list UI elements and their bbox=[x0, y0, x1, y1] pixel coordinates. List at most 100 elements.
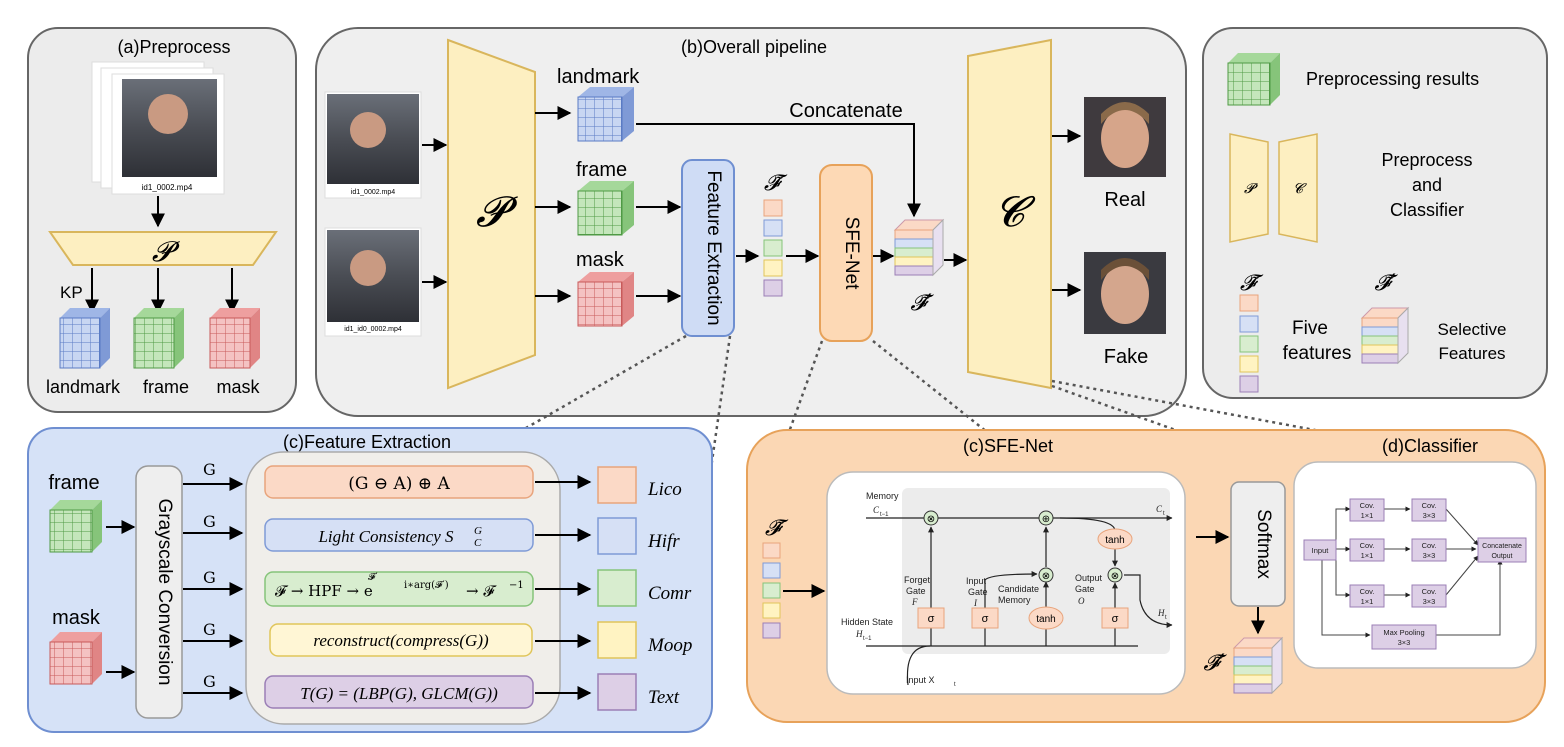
output-arrows bbox=[535, 475, 592, 700]
fe-mask-cube bbox=[49, 632, 102, 685]
h-t: H bbox=[1157, 608, 1165, 618]
formula-comr: 𝓕 → HPF → e 𝓕′ i∗arg(𝓕′) → 𝓕 −1 bbox=[275, 572, 524, 600]
frame-cube bbox=[133, 308, 184, 369]
svg-text:⊗: ⊗ bbox=[1042, 571, 1050, 582]
candidate-line1: Candidate bbox=[998, 584, 1039, 594]
pipeline-mask-label: mask bbox=[576, 249, 625, 271]
conv3x3-b-label: Cov. bbox=[1422, 541, 1437, 550]
memory-add-icon bbox=[1038, 510, 1054, 526]
lstm-labels: Memory C t−1 C t Forget Gate F Input Gat… bbox=[841, 491, 1167, 688]
legend-selective-line1: Selective bbox=[1438, 320, 1507, 339]
concatenate-label: Concatenate bbox=[789, 100, 902, 122]
formula-hifr-sup: G bbox=[474, 525, 482, 537]
video-real-thumb: id1_0002.mp4 bbox=[324, 91, 422, 199]
candidate-tanh: tanh bbox=[1036, 614, 1055, 625]
sfe-selective-cube bbox=[1232, 636, 1284, 695]
conv3x3-c bbox=[1411, 584, 1447, 608]
pipeline-panel: (b)Overall pipeline id1_0002.mp4 id1_id0… bbox=[315, 27, 1187, 417]
legend-p-block bbox=[1229, 133, 1269, 243]
pipeline-mask-cube bbox=[577, 272, 634, 327]
mask-cube bbox=[209, 308, 260, 369]
preprocess-panel: (a)Preprocess id1_0002.mp4 𝓟 KP bbox=[27, 27, 297, 413]
grayscale-label: Grayscale Conversion bbox=[154, 499, 175, 686]
sfe-f-prime: 𝓕̃′ bbox=[1203, 651, 1227, 676]
output-gate-line2: Gate bbox=[1075, 584, 1095, 594]
conv1x1-b bbox=[1349, 538, 1385, 562]
legend-panel-bg bbox=[1202, 27, 1548, 399]
output-lico-label: Lico bbox=[647, 479, 682, 500]
conv1x1-c bbox=[1349, 584, 1385, 608]
classifier-title: (d)Classifier bbox=[1382, 436, 1478, 456]
input-node bbox=[1303, 539, 1337, 561]
output-text-swatch bbox=[597, 673, 637, 711]
output-multiply-icon bbox=[1107, 567, 1123, 583]
formula-moop: reconstruct(compress(G)) bbox=[313, 631, 489, 650]
conv3x3-a-label: Cov. bbox=[1422, 501, 1437, 510]
feature-extraction-panel: (c)Feature Extraction frame mask Graysca… bbox=[27, 427, 713, 733]
input-gate-line2: Gate bbox=[968, 587, 988, 597]
fe-title: (c)Feature Extraction bbox=[283, 432, 451, 452]
formula-comr-power: i∗arg(𝓕′) bbox=[404, 580, 449, 591]
input-sigma-box bbox=[971, 607, 999, 629]
formula-text-box bbox=[264, 675, 534, 709]
concat-line2: Output bbox=[1491, 553, 1512, 560]
formula-hifr-box bbox=[264, 518, 534, 552]
preprocess-trapezoid bbox=[48, 231, 278, 266]
conv1x1-c-label: Cov. bbox=[1360, 587, 1375, 596]
pipeline-landmark-label: landmark bbox=[557, 66, 640, 88]
output-mask: mask bbox=[216, 377, 260, 397]
legend-preprocess-line2: and bbox=[1412, 175, 1442, 195]
formula-comr-main: 𝓕 → HPF → e bbox=[275, 582, 373, 600]
arrow-concatenate bbox=[636, 123, 921, 218]
pipeline-panel-bg bbox=[315, 27, 1187, 417]
input-gate-line1: Input bbox=[966, 576, 987, 586]
conv3x3-a-kernel: 3×3 bbox=[1423, 511, 1436, 520]
input-multiply-icon bbox=[1038, 567, 1054, 583]
g-label-2: G bbox=[203, 512, 216, 531]
sfe-five-features bbox=[762, 542, 781, 639]
connector-sfe-right bbox=[872, 340, 988, 433]
legend-five-features bbox=[1239, 294, 1259, 393]
forget-sym: F bbox=[911, 597, 918, 607]
h-prev: H bbox=[855, 629, 863, 639]
hidden-state-label: Hidden State bbox=[841, 617, 893, 627]
conv1x1-a-label: Cov. bbox=[1360, 501, 1375, 510]
output-sym: O bbox=[1078, 596, 1085, 606]
formula-hifr-sub: C bbox=[474, 537, 482, 549]
connector-cls-right bbox=[1051, 379, 1514, 469]
c-prev: C bbox=[873, 505, 880, 515]
formula-lico-box bbox=[264, 465, 534, 499]
pipeline-frame-label: frame bbox=[576, 159, 627, 181]
selective-features-cube bbox=[893, 218, 945, 277]
video-fake-caption: id1_id0_0002.mp4 bbox=[344, 326, 402, 333]
formula-comr-inverse: → 𝓕 bbox=[466, 582, 497, 600]
max-pooling-kernel: 3×3 bbox=[1398, 638, 1411, 647]
pipeline-title: (b)Overall pipeline bbox=[681, 37, 827, 57]
output-text-label: Text bbox=[648, 687, 680, 708]
legend-five-line1: Five bbox=[1292, 318, 1328, 339]
legend-preprocessing-cube bbox=[1227, 53, 1280, 106]
sfe-net-block bbox=[819, 164, 873, 342]
input-sigma: σ bbox=[982, 613, 989, 625]
input-sym: I bbox=[973, 598, 978, 608]
conv3x3-b-kernel: 3×3 bbox=[1423, 551, 1436, 560]
connector-cls-left bbox=[1051, 384, 1303, 477]
real-label: Real bbox=[1104, 189, 1145, 211]
g-label-5: G bbox=[203, 672, 216, 691]
svg-text:⊗: ⊗ bbox=[1111, 571, 1119, 582]
c-t-sub: t bbox=[1163, 511, 1165, 517]
concat-line1: Concatenate bbox=[1482, 543, 1522, 550]
input-node-label: Input bbox=[1312, 546, 1330, 555]
h-prev-sub: t−1 bbox=[863, 636, 872, 642]
formula-comr-over: 𝓕′ bbox=[368, 572, 378, 583]
candidate-tanh-box bbox=[1028, 606, 1064, 630]
c-prev-sub: t−1 bbox=[880, 512, 889, 518]
sfe-title: (c)SFE-Net bbox=[963, 436, 1053, 456]
output-moop-label: Moop bbox=[647, 635, 692, 656]
formula-lico: (G ⊖ A) ⊕ A bbox=[348, 474, 450, 494]
sfe-net-label: SFE-Net bbox=[841, 217, 862, 291]
forget-line1: Forget bbox=[904, 575, 931, 585]
softmax-block bbox=[1230, 481, 1286, 607]
pipeline-f-prime: 𝓕̃′ bbox=[910, 291, 934, 316]
